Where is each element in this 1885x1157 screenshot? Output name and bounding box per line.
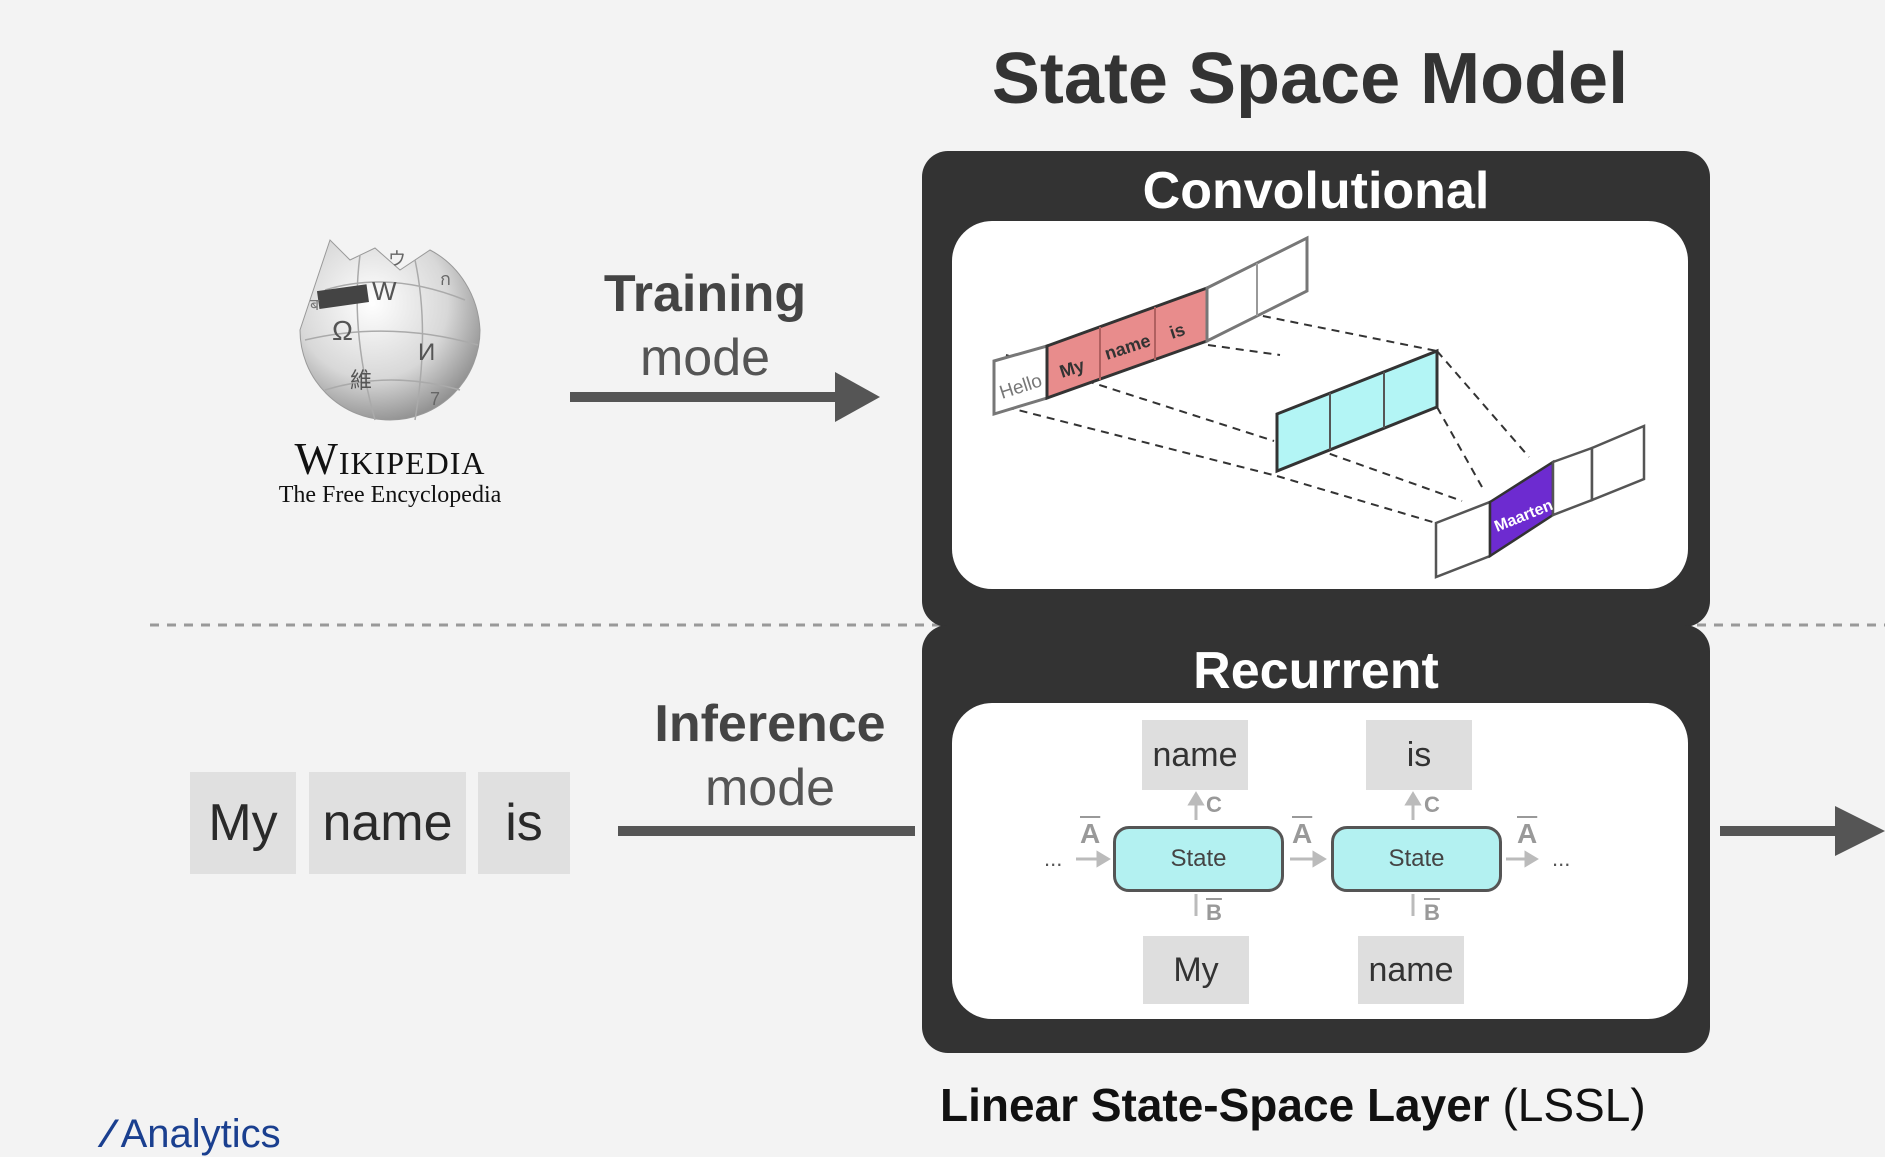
state-node: State <box>1331 826 1502 892</box>
globe-glyph: W <box>372 276 397 306</box>
param-a-label: A <box>1517 818 1538 849</box>
inference-label-bold: Inference <box>654 695 886 753</box>
inference-mode-label: Inference mode <box>630 692 910 820</box>
wikipedia-wordmark: Wikipedia <box>294 433 486 484</box>
recurrent-title: Recurrent <box>1193 642 1439 700</box>
footer-caption-bold: Linear State-Space Layer <box>940 1079 1490 1131</box>
ellipsis-right: ... <box>1552 846 1571 871</box>
convolutional-title: Convolutional <box>1142 162 1490 220</box>
brand-watermark: ⁄ Analytics <box>105 1112 281 1157</box>
globe-glyph: ウ <box>388 249 406 269</box>
conv-token-is: is <box>1167 319 1187 343</box>
input-token: is <box>478 772 570 874</box>
conv-output-cell <box>1590 424 1646 502</box>
recurrent-output-token: is <box>1366 720 1472 790</box>
convolutional-canvas: Hello My name is Maarten <box>952 221 1688 589</box>
footer-caption-abbrev: (LSSL) <box>1502 1079 1646 1131</box>
footer-caption: Linear State-Space Layer (LSSL) <box>940 1078 1720 1132</box>
ellipsis-left: ... <box>1044 846 1063 871</box>
training-mode-label: Training mode <box>565 262 845 390</box>
training-label-mode: mode <box>639 329 771 387</box>
convolution-illustration: Hello My name is Maarten <box>992 235 1646 579</box>
brand-name: Analytics <box>120 1112 281 1156</box>
recurrent-output-token: name <box>1142 720 1248 790</box>
inference-label-mode: mode <box>704 759 836 817</box>
globe-glyph: ก <box>440 269 451 289</box>
training-label-bold: Training <box>603 265 807 323</box>
recurrent-input-token: My <box>1143 936 1249 1004</box>
globe-glyph: 7 <box>430 389 440 409</box>
wikipedia-tagline: The Free Encyclopedia <box>278 482 502 508</box>
state-node: State <box>1113 826 1284 892</box>
wikipedia-globe-icon: W Ω И 維 ウ ก 7 ब <box>299 239 481 421</box>
globe-glyph: Ω <box>332 315 353 346</box>
param-c-label: C <box>1424 792 1440 817</box>
param-b-label: B <box>1424 900 1440 925</box>
param-a-label: A <box>1080 818 1101 849</box>
param-c-label: C <box>1206 792 1222 817</box>
globe-glyph: И <box>418 339 435 366</box>
diagram-title: State Space Model <box>991 39 1629 119</box>
convolutional-panel: Convolutional Hello <box>922 151 1710 627</box>
recurrent-input-token: name <box>1358 936 1464 1004</box>
globe-glyph: 維 <box>350 368 372 393</box>
input-token: name <box>309 772 466 874</box>
param-b-label: B <box>1206 900 1222 925</box>
brand-logo-icon: ⁄ <box>105 1112 112 1156</box>
globe-glyph: ब <box>310 297 320 314</box>
output-arrow-head-icon <box>1835 806 1885 856</box>
training-arrow-head-icon <box>835 372 880 422</box>
param-a-label: A <box>1292 818 1313 849</box>
input-token: My <box>190 772 296 874</box>
